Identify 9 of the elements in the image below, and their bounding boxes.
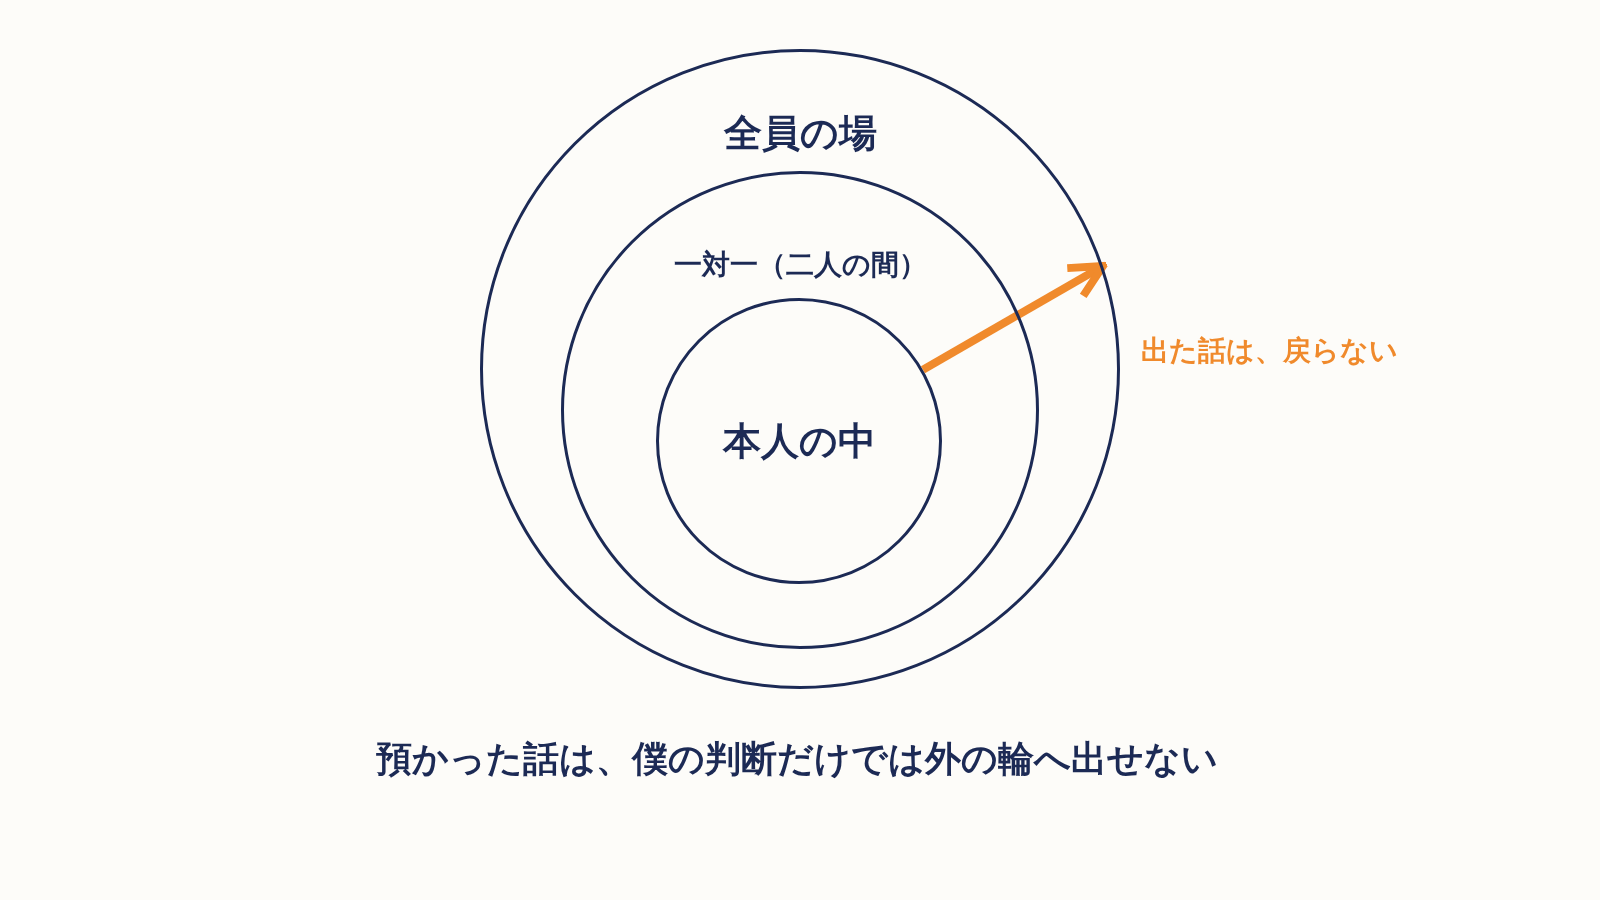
caption: 預かった話は、僕の判断だけでは外の輪へ出せない — [376, 737, 1218, 781]
circle-area — [480, 49, 1120, 689]
circle-area — [656, 298, 942, 584]
arrow — [920, 262, 1107, 374]
note-text: 出た話は、戻らない — [1141, 333, 1398, 369]
area-label: 全員の場 — [723, 110, 877, 157]
circle-area — [561, 171, 1039, 649]
area-label: 一対一（二人の間） — [673, 247, 927, 283]
area-label: 本人の中 — [722, 417, 876, 465]
